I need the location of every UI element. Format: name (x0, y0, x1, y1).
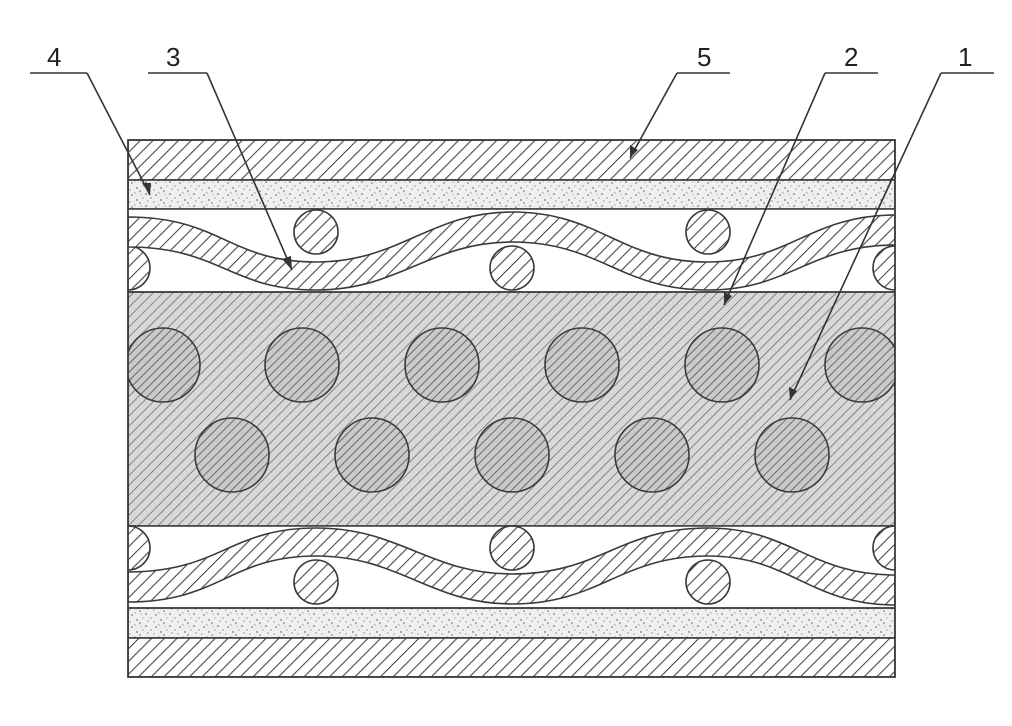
bottom-rod-upper (489, 245, 535, 291)
core-cell (474, 417, 550, 493)
callout-leaders (30, 72, 994, 401)
callout-label-3: 3 (166, 42, 180, 72)
edge-rod (128, 245, 151, 291)
top-rod-lower (489, 525, 535, 571)
core-cell (264, 327, 340, 403)
callout-arrowheads (142, 145, 797, 400)
bottom-cover-plate (128, 637, 895, 677)
edge-rod (872, 525, 895, 571)
top-rod (293, 209, 339, 255)
top-speckled-layer (128, 179, 895, 210)
core-cell (334, 417, 410, 493)
edge-rod (128, 525, 151, 571)
callout-label-5: 5 (697, 42, 711, 72)
bottom-speckled-layer (128, 607, 895, 639)
bottom-rod (685, 559, 731, 605)
core-cell (194, 417, 270, 493)
core-cell (404, 327, 480, 403)
core-cell (824, 327, 895, 403)
top-rod (685, 209, 731, 255)
top-cover-plate (128, 140, 895, 181)
top-wavy-yarn (128, 211, 895, 291)
core-cell (754, 417, 830, 493)
core-cell (684, 327, 760, 403)
callout-label-1: 1 (958, 42, 972, 72)
callout-label-2: 2 (844, 42, 858, 72)
frame-border (127, 139, 896, 678)
core-cell (614, 417, 690, 493)
edge-rod (872, 245, 895, 291)
bottom-rod (293, 559, 339, 605)
callout-label-4: 4 (47, 42, 61, 72)
core-cell (128, 327, 201, 403)
core-cell (544, 327, 620, 403)
